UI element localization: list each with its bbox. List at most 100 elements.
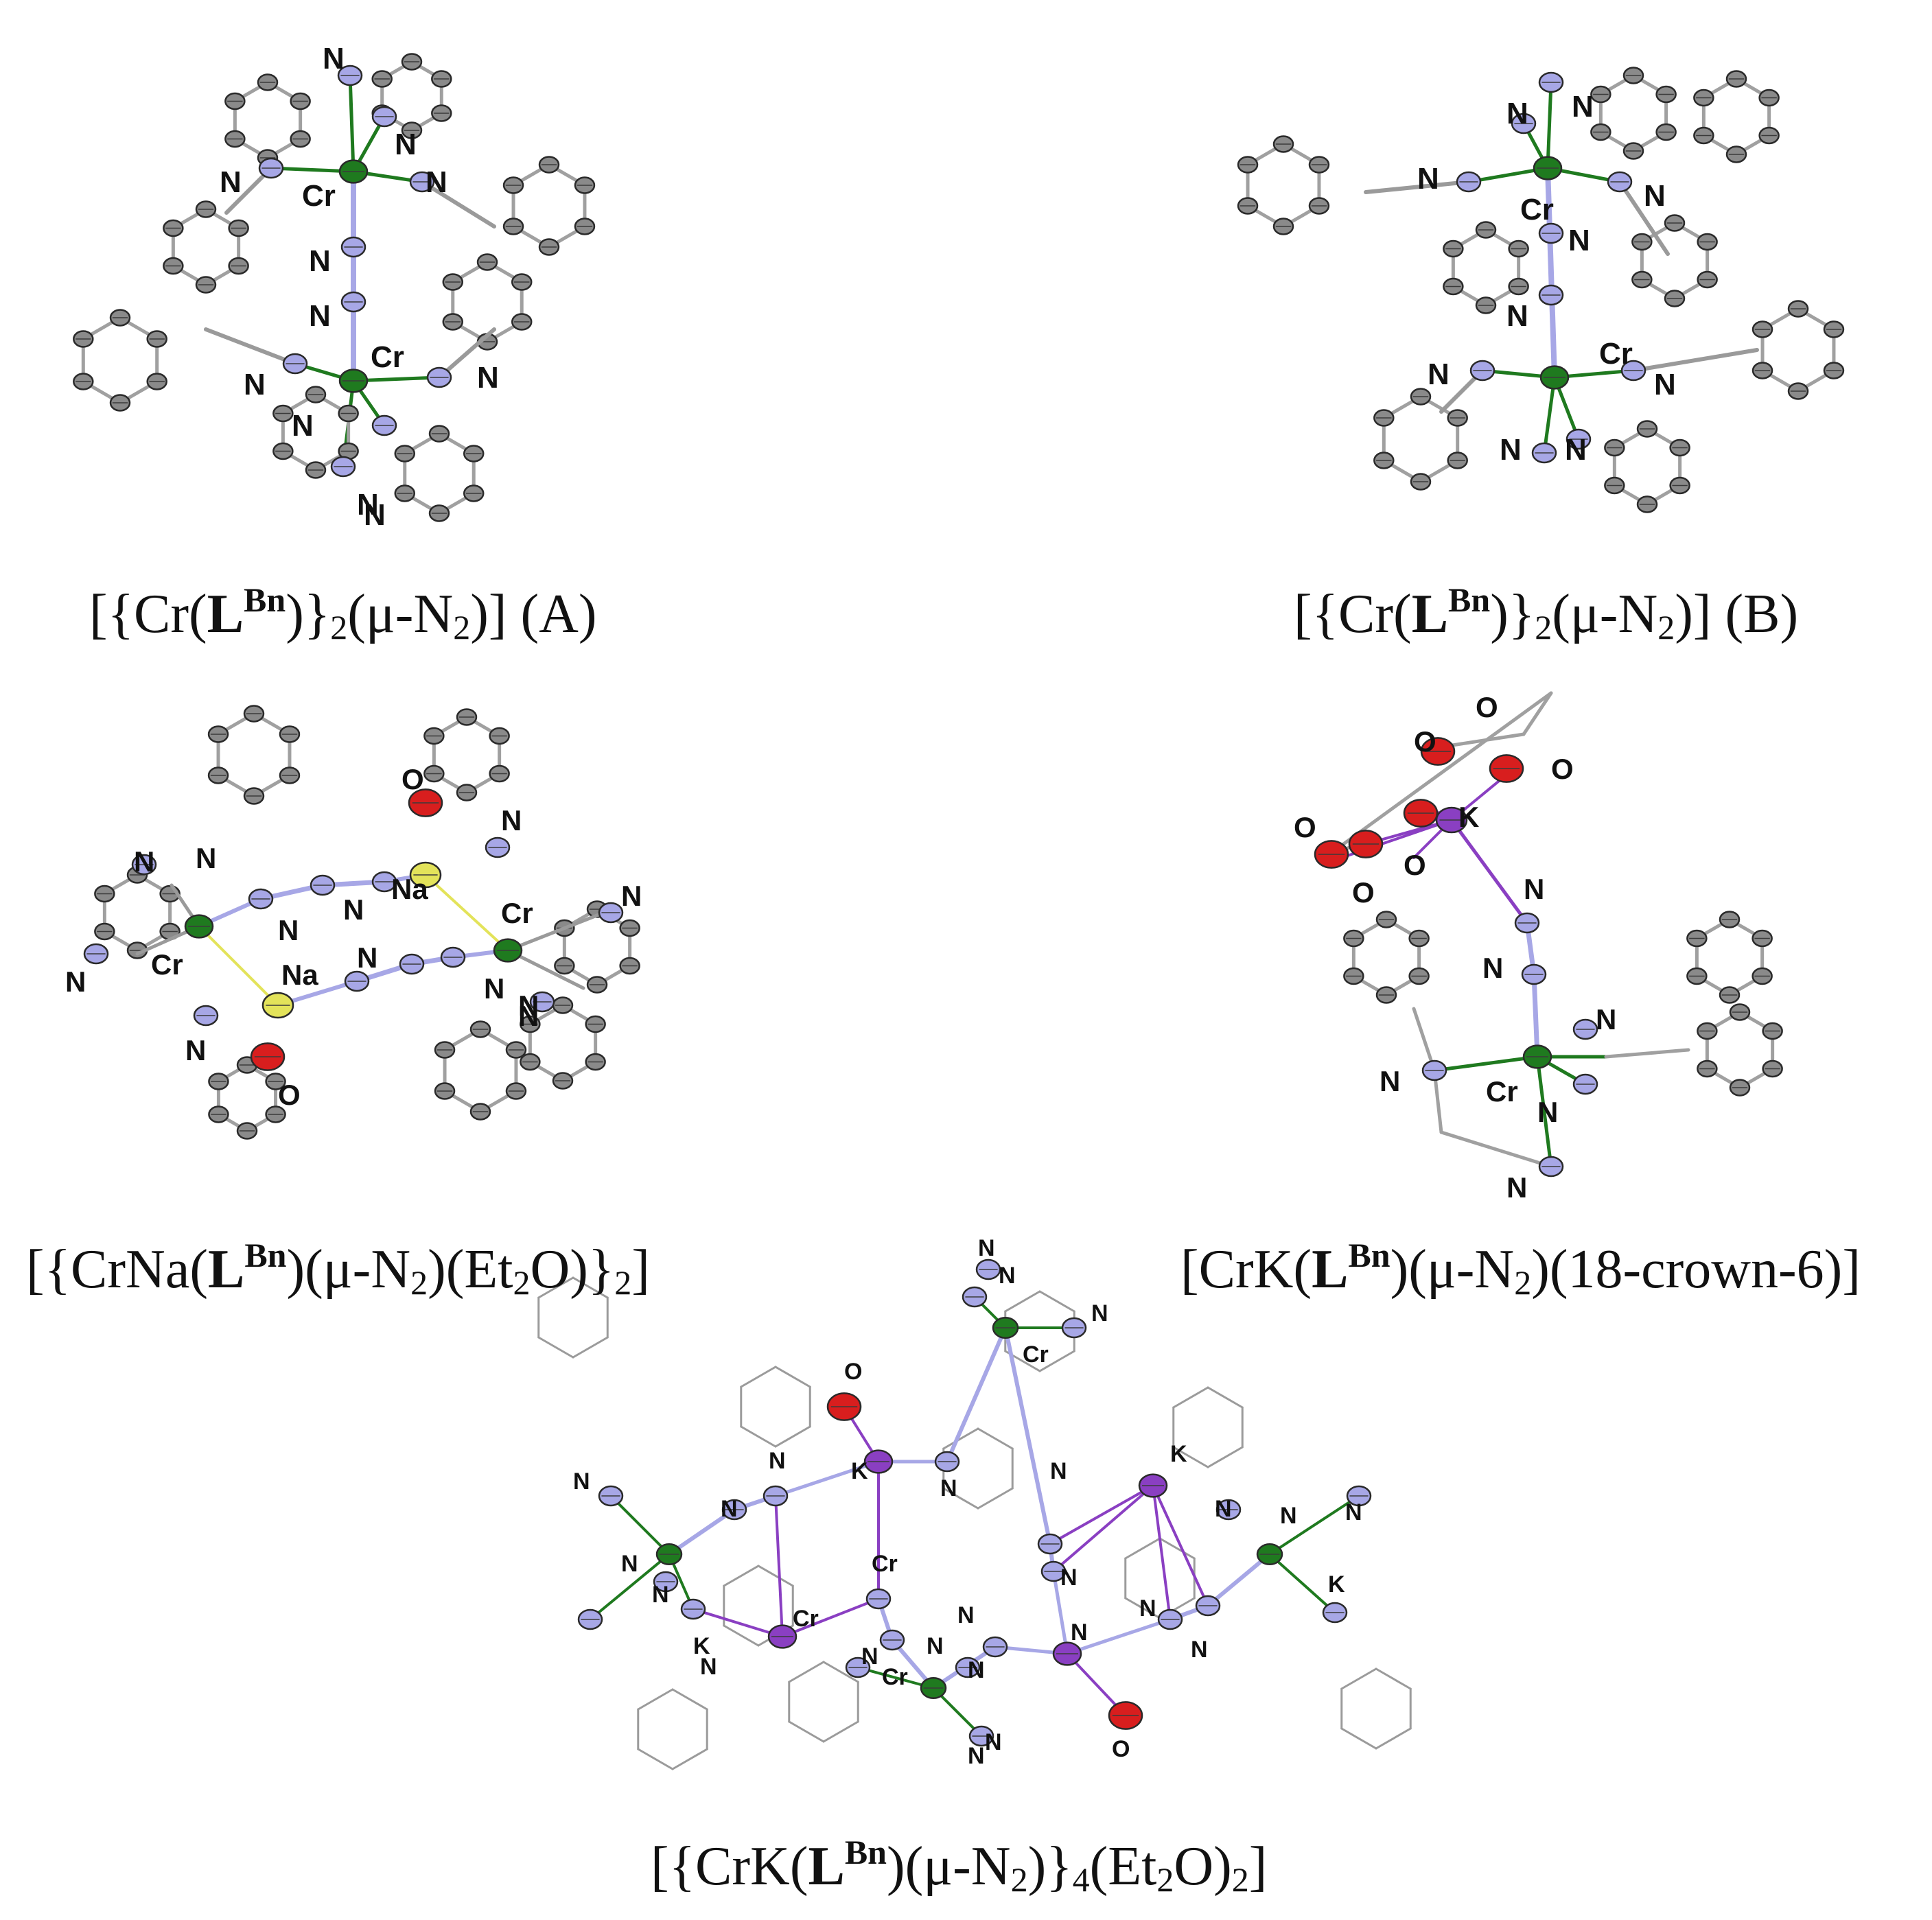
bond-line — [609, 1495, 671, 1556]
atom-label: N — [323, 42, 345, 75]
atom-label: N — [1482, 952, 1503, 984]
atom-label: N — [573, 1468, 590, 1495]
bond-line — [572, 1336, 609, 1359]
bond-line — [740, 1366, 777, 1388]
atom-label: N — [426, 165, 447, 199]
bond-line — [788, 1661, 825, 1683]
atom-label: N — [518, 1000, 539, 1032]
bond-line — [424, 874, 509, 952]
atom-label: N — [1191, 1637, 1208, 1663]
atom-label: K — [693, 1633, 710, 1659]
atom-label: N — [1071, 1619, 1088, 1646]
bond-line — [822, 1720, 859, 1743]
bond-line — [1124, 1537, 1161, 1560]
bond-line — [506, 948, 585, 990]
atom-label: N — [968, 1743, 985, 1769]
bond-line — [788, 1720, 825, 1743]
atom-label: N — [134, 845, 154, 878]
caption-panel-b: [{Cr(LBn)}2(μ-N2)] (B) — [1294, 581, 1799, 646]
atom-label: N — [1380, 1065, 1400, 1097]
atom-label: Cr — [872, 1551, 898, 1577]
bond-line — [637, 1748, 674, 1770]
bond-line — [1049, 1484, 1154, 1545]
bond-line — [348, 73, 356, 174]
bond-line — [671, 1688, 708, 1711]
bond-line — [1618, 180, 1670, 256]
atom-label: N — [309, 244, 331, 278]
atom-label: N — [1506, 1171, 1527, 1204]
atom-label: O — [1112, 1736, 1130, 1762]
atom-label: K — [1170, 1441, 1187, 1467]
bond-line — [1172, 1386, 1209, 1409]
bond-line — [1412, 1007, 1436, 1073]
atom-label: N — [1506, 97, 1528, 130]
bond-line — [822, 1661, 859, 1683]
atom-label: Cr — [371, 340, 404, 374]
bond-line — [198, 925, 279, 1007]
atom-label: N — [861, 1643, 878, 1670]
atom-label: N — [501, 804, 522, 836]
atom-label: N — [196, 842, 216, 874]
caption-panel-d: [CrK(LBn)(μ-N2)(18-crown-6)] — [1180, 1236, 1861, 1302]
atom-label: N — [721, 1496, 738, 1522]
bond-line — [1531, 972, 1540, 1059]
atom-label: Cr — [501, 897, 533, 929]
bond-line — [774, 1366, 811, 1388]
atom-label: N — [957, 1602, 975, 1628]
atom-label: N — [621, 1551, 638, 1577]
bond-line — [774, 1425, 811, 1448]
atom-label: N — [940, 1475, 957, 1501]
atom-label: N — [1280, 1503, 1297, 1529]
atom-label: Cr — [1023, 1342, 1049, 1368]
bond-line — [1206, 1552, 1272, 1608]
caption-panel-a: [{Cr(LBn)}2(μ-N2)] (A) — [89, 581, 597, 646]
bond-line — [589, 1553, 671, 1621]
bond-line — [437, 327, 496, 379]
atom-label: N — [1644, 179, 1666, 213]
atom-label: N — [985, 1729, 1002, 1755]
bond-line — [1038, 1350, 1075, 1372]
atom-label: N — [395, 128, 417, 161]
atom-label: N — [1345, 1499, 1362, 1525]
bond-line — [637, 1688, 674, 1711]
atom-label: Cr — [1486, 1075, 1518, 1108]
atom-label: K — [1458, 801, 1479, 833]
atom-label: O — [844, 1359, 862, 1385]
atom-label: O — [1294, 811, 1316, 843]
bond-line — [537, 1276, 574, 1299]
bond-line — [667, 1508, 736, 1556]
bond-line — [1450, 818, 1529, 925]
atom-label: K — [851, 1458, 868, 1484]
atom-label: N — [1215, 1496, 1232, 1522]
atom-label: N — [185, 1034, 206, 1066]
atom-label: N — [1428, 358, 1450, 391]
atom-label: N — [65, 965, 86, 998]
bond-line — [1124, 1597, 1161, 1619]
atom-label: N — [220, 165, 242, 199]
atom-label: N — [309, 299, 331, 333]
bond-line — [1542, 375, 1557, 455]
bond-line — [1152, 1484, 1172, 1621]
atom-label: N — [292, 409, 314, 443]
atom-label: O — [1414, 725, 1436, 758]
bond-line — [740, 1425, 777, 1448]
atom-label: K — [1328, 1571, 1345, 1597]
caption-panel-c: [{CrNa(LBn)(μ-N2)(Et2O)}2] — [26, 1236, 650, 1302]
bond-line — [1631, 348, 1759, 373]
atom-label: N — [968, 1657, 985, 1683]
atom-label: N — [1524, 873, 1544, 905]
bond-line — [1207, 1386, 1244, 1409]
atom-label: N — [1537, 1096, 1558, 1128]
atom-label: N — [484, 972, 504, 1005]
bond-line — [1172, 1446, 1209, 1468]
bond-line — [1375, 1667, 1412, 1690]
atom-label: N — [621, 880, 642, 912]
atom-label: N — [1654, 368, 1676, 401]
atom-label: N — [1091, 1300, 1108, 1326]
atom-label: N — [477, 361, 499, 395]
bond-line — [1604, 1048, 1690, 1059]
atom-label: N — [343, 893, 364, 926]
bond-line — [1065, 1617, 1172, 1656]
